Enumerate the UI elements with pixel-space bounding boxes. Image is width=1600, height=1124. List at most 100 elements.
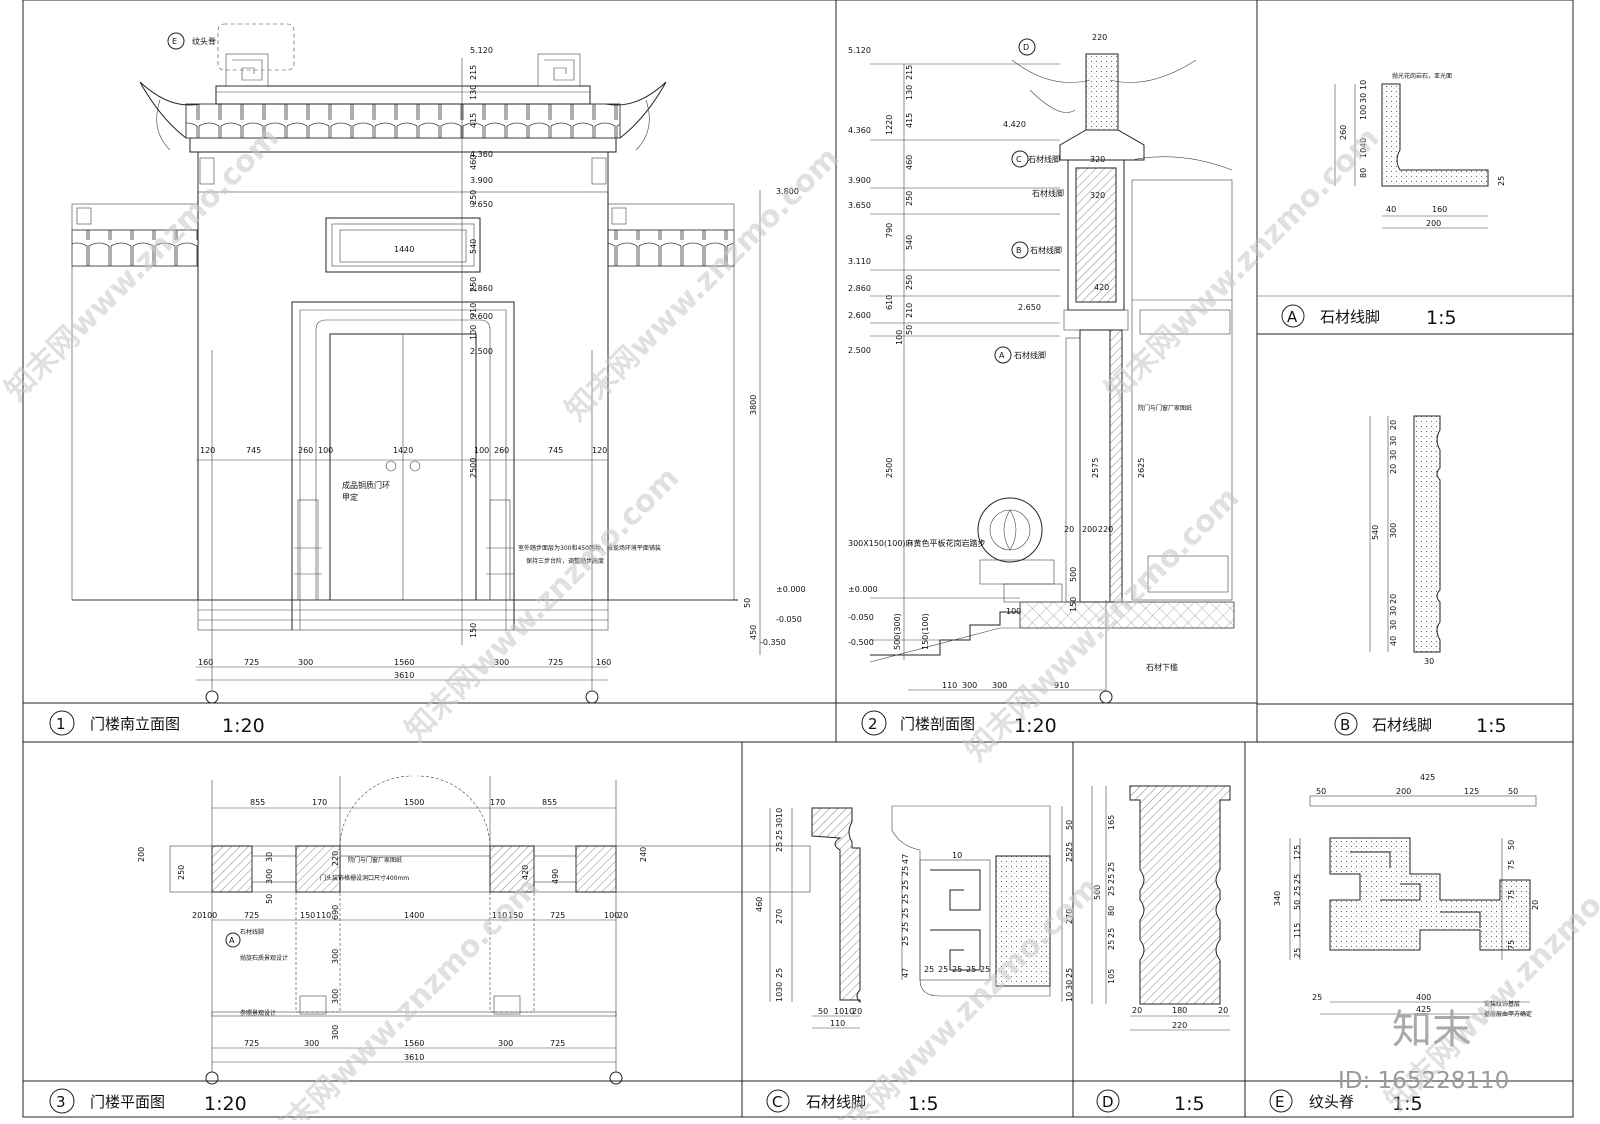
top-dim-745-r: 745 bbox=[548, 446, 563, 455]
c2-hdim-25d: 25 bbox=[966, 965, 976, 974]
level-0350: -0.350 bbox=[760, 638, 786, 647]
s-level-2860: 2.860 bbox=[848, 284, 871, 293]
bot-dim-300-l: 300 bbox=[298, 658, 313, 667]
logo-mark: 知末 bbox=[1392, 1007, 1472, 1053]
title-2: 2 门楼剖面图 1:20 bbox=[861, 710, 1057, 737]
p-note-stone: 石材线脚 bbox=[240, 928, 264, 936]
s-vdim-790: 790 bbox=[885, 223, 894, 238]
note-door: 成品铜质门环 bbox=[342, 480, 390, 490]
e-right-50: 50 bbox=[1507, 840, 1516, 850]
e-left-25b: 25 bbox=[1293, 886, 1302, 896]
p-left-200: 200 bbox=[137, 847, 146, 862]
c2-hdim-25a: 25 bbox=[924, 965, 934, 974]
c-vdim-10b: 10 bbox=[775, 992, 784, 1002]
c2-hdim-25e: 25 bbox=[980, 965, 990, 974]
bot-dim-160-r: 160 bbox=[596, 658, 611, 667]
d-hdim-20b: 20 bbox=[1218, 1006, 1228, 1015]
s-level-2600: 2.600 bbox=[848, 311, 871, 320]
s-level-2500: 2.500 bbox=[848, 346, 871, 355]
s-label-stone2: 石材线脚 bbox=[1032, 188, 1064, 198]
p-left-250: 250 bbox=[177, 865, 186, 880]
c-hdim-10a: 10 bbox=[834, 1007, 844, 1016]
elevation-drawing bbox=[71, 23, 761, 704]
level-0000: ±0.000 bbox=[776, 585, 806, 594]
plan-texts: 855 170 1500 170 855 20 100 150 110 1400… bbox=[137, 798, 648, 1062]
callout-c: C bbox=[1016, 155, 1022, 164]
b-vdim-30b: 30 bbox=[1389, 450, 1398, 460]
p-note-door: 院门与门窗厂家图纸 bbox=[348, 856, 402, 864]
c-hdim-50: 50 bbox=[818, 1007, 828, 1016]
c2-vdim-47b: 47 bbox=[901, 968, 910, 978]
s-level-0000: ±0.000 bbox=[848, 585, 878, 594]
title-3: 3 门楼平面图 1:20 bbox=[49, 1088, 247, 1115]
c2-hdim-25b: 25 bbox=[938, 965, 948, 974]
p-bot-1560: 1560 bbox=[404, 1039, 424, 1048]
vdim-250-b: 250 bbox=[469, 277, 478, 292]
a-vdim-10b: 10 bbox=[1359, 148, 1368, 158]
d-vdim-25b: 25 bbox=[1107, 874, 1116, 884]
callout-b: B bbox=[1016, 246, 1022, 255]
c-hdim-110: 110 bbox=[830, 1019, 845, 1028]
top-dim-120-r: 120 bbox=[592, 446, 607, 455]
p-mid-20a: 20 bbox=[192, 911, 202, 920]
title-e-scale: 1:5 bbox=[1392, 1093, 1423, 1115]
a-note: 抛光花岗岩石，亚光面 bbox=[1392, 72, 1452, 80]
e-bot-425: 425 bbox=[1416, 1005, 1431, 1014]
s-vdim-100: 100 bbox=[895, 330, 904, 345]
c2-vdim-50: 50 bbox=[1065, 820, 1074, 830]
p-left-300b: 300 bbox=[331, 949, 340, 964]
level-3900: 3.900 bbox=[470, 176, 493, 185]
top-dim-100-l: 100 bbox=[318, 446, 333, 455]
vdim-150: 150 bbox=[469, 623, 478, 638]
sheet-frame bbox=[22, 0, 1574, 1118]
detail-d-drawing bbox=[1091, 785, 1231, 1031]
wm-4: 知末网www.znzmo.com bbox=[398, 460, 686, 748]
p-right-240: 240 bbox=[639, 847, 648, 862]
s-level-2650: 2.650 bbox=[1018, 303, 1041, 312]
s-vdim-540: 540 bbox=[905, 235, 914, 250]
c-vdim-25c: 25 bbox=[775, 968, 784, 978]
vdim-215: 215 bbox=[469, 65, 478, 80]
b-vdim-30c: 30 bbox=[1389, 606, 1398, 616]
callout-d: D bbox=[1023, 43, 1029, 52]
s-vdim-210: 210 bbox=[905, 303, 914, 318]
e-top-50a: 50 bbox=[1316, 787, 1326, 796]
d-hdim-20a: 20 bbox=[1132, 1006, 1142, 1015]
a-hdim-40: 40 bbox=[1386, 205, 1396, 214]
title-a-scale: 1:5 bbox=[1426, 307, 1457, 329]
s-vdim-215: 215 bbox=[905, 65, 914, 80]
b-vdim-20c: 20 bbox=[1389, 594, 1398, 604]
bot-dim-725-r: 725 bbox=[548, 658, 563, 667]
detail-c-drawing bbox=[769, 805, 1063, 1029]
title-b-text: 石材线脚 bbox=[1372, 716, 1432, 734]
s-dim-320b: 320 bbox=[1090, 191, 1105, 200]
s-level-3900: 3.900 bbox=[848, 176, 871, 185]
e-right-75c: 75 bbox=[1507, 940, 1516, 950]
d-vdim-165: 165 bbox=[1107, 815, 1116, 830]
p-top-170-r: 170 bbox=[490, 798, 505, 807]
s-level-3110: 3.110 bbox=[848, 257, 871, 266]
title-d-scale: 1:5 bbox=[1174, 1093, 1205, 1115]
d-vdim-25e: 25 bbox=[1107, 940, 1116, 950]
plan-drawing bbox=[169, 775, 811, 1085]
vdim-210: 210 bbox=[469, 303, 478, 318]
note-step2: 保持三步台阶，调整踏步高度 bbox=[526, 557, 604, 565]
title-a-num: A bbox=[1287, 308, 1298, 326]
callout-a: A bbox=[999, 351, 1005, 360]
callout-e: E bbox=[172, 37, 177, 46]
title-c-text: 石材线脚 bbox=[806, 1093, 866, 1111]
p-mid-100a: 100 bbox=[202, 911, 217, 920]
c2-vdim-47a: 47 bbox=[901, 854, 910, 864]
d-vdim-25c: 25 bbox=[1107, 886, 1116, 896]
title-a: A 石材线脚 1:5 bbox=[1281, 304, 1457, 329]
vdim-460: 460 bbox=[469, 155, 478, 170]
title-a-text: 石材线脚 bbox=[1320, 308, 1380, 326]
level-4360: 4.360 bbox=[470, 150, 493, 159]
title-c: C 石材线脚 1:5 bbox=[766, 1089, 939, 1115]
s-dim-20: 20 bbox=[1064, 525, 1074, 534]
vdim-250-a: 250 bbox=[469, 190, 478, 205]
vdim-450: 450 bbox=[749, 625, 758, 640]
detail-b-texts: 20 30 30 20 300 20 30 30 40 540 30 bbox=[1371, 420, 1434, 666]
c-hdim-20: 20 bbox=[852, 1007, 862, 1016]
top-dim-100-r: 100 bbox=[474, 446, 489, 455]
